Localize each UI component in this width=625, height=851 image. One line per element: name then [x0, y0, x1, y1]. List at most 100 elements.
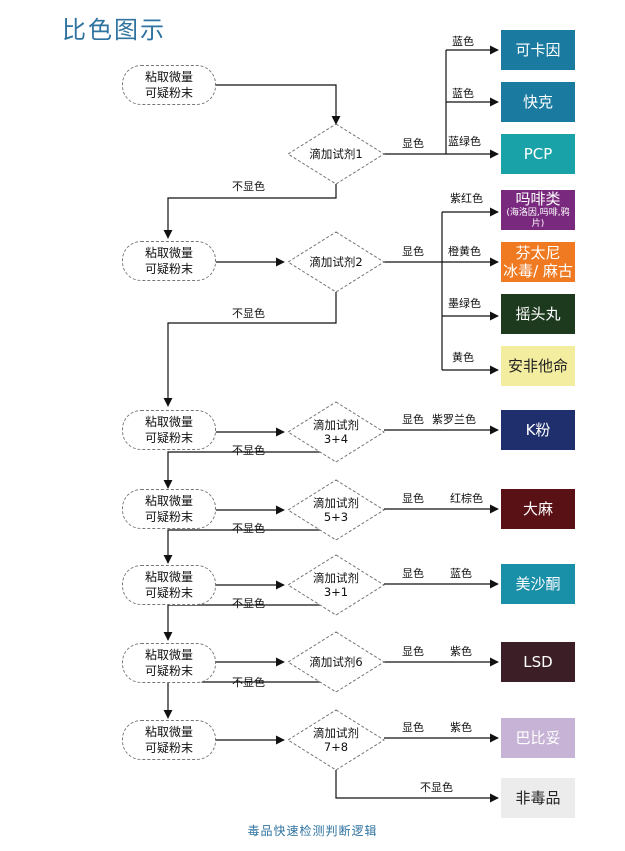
color-label-4: 红棕色: [450, 491, 483, 505]
reagent-label: 滴加试剂: [313, 496, 359, 510]
result-label: 安非他命: [507, 357, 568, 375]
color-label-morphine: 紫红色: [450, 191, 483, 205]
reagent-label: 3+4: [324, 432, 348, 446]
reagent-label: 3+1: [324, 585, 348, 599]
result-label: 快克: [522, 93, 553, 111]
sample-text: 粘取微量: [144, 494, 193, 508]
no-color-label: 不显色: [232, 306, 265, 320]
no-color-arrow: [163, 184, 337, 239]
reagent-label: 7+8: [324, 740, 348, 754]
color-label-pcp: 蓝绿色: [448, 134, 481, 148]
color-label-7: 紫色: [450, 720, 472, 734]
sample-text: 粘取微量: [144, 725, 193, 739]
result-label: 芬太尼: [515, 244, 561, 262]
reagent-diamond-1: 滴加试剂1: [287, 123, 385, 185]
sample-box-7: 粘取微量可疑粉末: [122, 720, 216, 760]
sample-box-5: 粘取微量可疑粉末: [122, 565, 216, 605]
result-label: 大麻: [522, 500, 553, 518]
show-color-label: 显色: [402, 244, 424, 258]
no-color-arrow: [163, 451, 337, 489]
show-color-label: 显色: [402, 644, 424, 658]
no-color-label: 不显色: [420, 780, 453, 794]
result-sublabel: (海洛因,吗啡,鸦片): [506, 208, 570, 229]
footer-caption: 毒品快速检测判断逻辑: [247, 824, 378, 838]
result-label: 摇头丸: [515, 305, 561, 323]
reagent-label: 滴加试剂: [313, 571, 359, 585]
color-label-3: 紫罗兰色: [432, 412, 476, 426]
reagent-diamond-shape: [287, 631, 385, 693]
sample-box-4: 粘取微量可疑粉末: [122, 489, 216, 529]
sample-text: 可疑粉末: [144, 586, 193, 600]
color-label-6: 紫色: [450, 644, 472, 658]
sample-box-3: 粘取微量可疑粉末: [122, 410, 216, 450]
reagent-diamond-6: 滴加试剂6: [287, 631, 385, 693]
reagent-label: 滴加试剂6: [309, 655, 362, 669]
result-pcp: PCP: [501, 134, 575, 174]
sample-text: 粘取微量: [144, 70, 193, 84]
reagent-label: 滴加试剂2: [309, 255, 362, 269]
no-color-label: 不显色: [232, 675, 265, 689]
page-title: 比色图示: [62, 16, 166, 44]
result-cannabis: 大麻: [501, 489, 575, 529]
sample-text: 粘取微量: [144, 570, 193, 584]
sample-text: 可疑粉末: [144, 510, 193, 524]
color-label-amphetamine: 黄色: [452, 350, 474, 364]
color-label-crack: 蓝色: [452, 86, 474, 100]
reagent-diamond-shape: [287, 123, 385, 185]
reagent-label: 滴加试剂1: [309, 147, 362, 161]
result-label: LSD: [523, 653, 553, 671]
result-label: 可卡因: [515, 41, 561, 59]
result-barbiturate: 巴比妥: [501, 718, 575, 758]
color-label-fentanyl: 橙黄色: [448, 244, 481, 258]
result-ecstasy: 摇头丸: [501, 294, 575, 334]
no-color-label: 不显色: [232, 596, 265, 610]
result-label: 美沙酮: [515, 575, 561, 593]
reagent-diamond-2: 滴加试剂2: [287, 231, 385, 293]
result-non-drug: 非毒品: [501, 778, 575, 818]
sample-text: 可疑粉末: [144, 262, 193, 276]
sample-text: 粘取微量: [144, 415, 193, 429]
result-label: PCP: [523, 145, 553, 163]
sample-text: 可疑粉末: [144, 431, 193, 445]
show-color-label: 显色: [402, 491, 424, 505]
result-lsd: LSD: [501, 642, 575, 682]
reagent-diamond-shape: [287, 231, 385, 293]
reagent-label: 滴加试剂: [313, 726, 359, 740]
result-ketamine: K粉: [501, 410, 575, 450]
sample-text: 粘取微量: [144, 648, 193, 662]
sample-text: 粘取微量: [144, 246, 193, 260]
color-label-cocaine: 蓝色: [452, 34, 474, 48]
show-color-label: 显色: [402, 412, 424, 426]
result-sublabel: 冰毒/ 麻古: [503, 262, 573, 280]
reagent-label: 滴加试剂: [313, 418, 359, 432]
reagent-diamond-shape: [287, 709, 385, 771]
no-color-label: 不显色: [232, 179, 265, 193]
result-cocaine: 可卡因: [501, 30, 575, 70]
result-label: K粉: [525, 421, 551, 439]
no-color-arrow: [163, 604, 337, 641]
result-methadone: 美沙酮: [501, 564, 575, 604]
reagent-diamond-shape: [287, 554, 385, 616]
reagent-diamond-shape: [287, 401, 385, 463]
sample-text: 可疑粉末: [144, 86, 193, 100]
result-fentanyl: 芬太尼冰毒/ 麻古: [501, 242, 575, 282]
color-label-ecstasy: 墨绿色: [448, 296, 481, 310]
no-color-arrow: [163, 292, 337, 407]
no-color-label: 不显色: [232, 521, 265, 535]
result-morphine: 吗啡类(海洛因,吗啡,鸦片): [501, 190, 575, 230]
sample-box-2: 粘取微量可疑粉末: [122, 241, 216, 281]
sample-box-6: 粘取微量可疑粉末: [122, 643, 216, 683]
sample-box-1: 粘取微量可疑粉末: [122, 65, 216, 105]
result-crack: 快克: [501, 82, 575, 122]
reagent-diamond-shape: [287, 479, 385, 541]
arrow-to-non-drug: [335, 770, 499, 803]
show-color-label: 显色: [402, 566, 424, 580]
sample-text: 可疑粉末: [144, 741, 193, 755]
flow-arrow: [214, 84, 341, 125]
show-color-label: 显色: [402, 720, 424, 734]
